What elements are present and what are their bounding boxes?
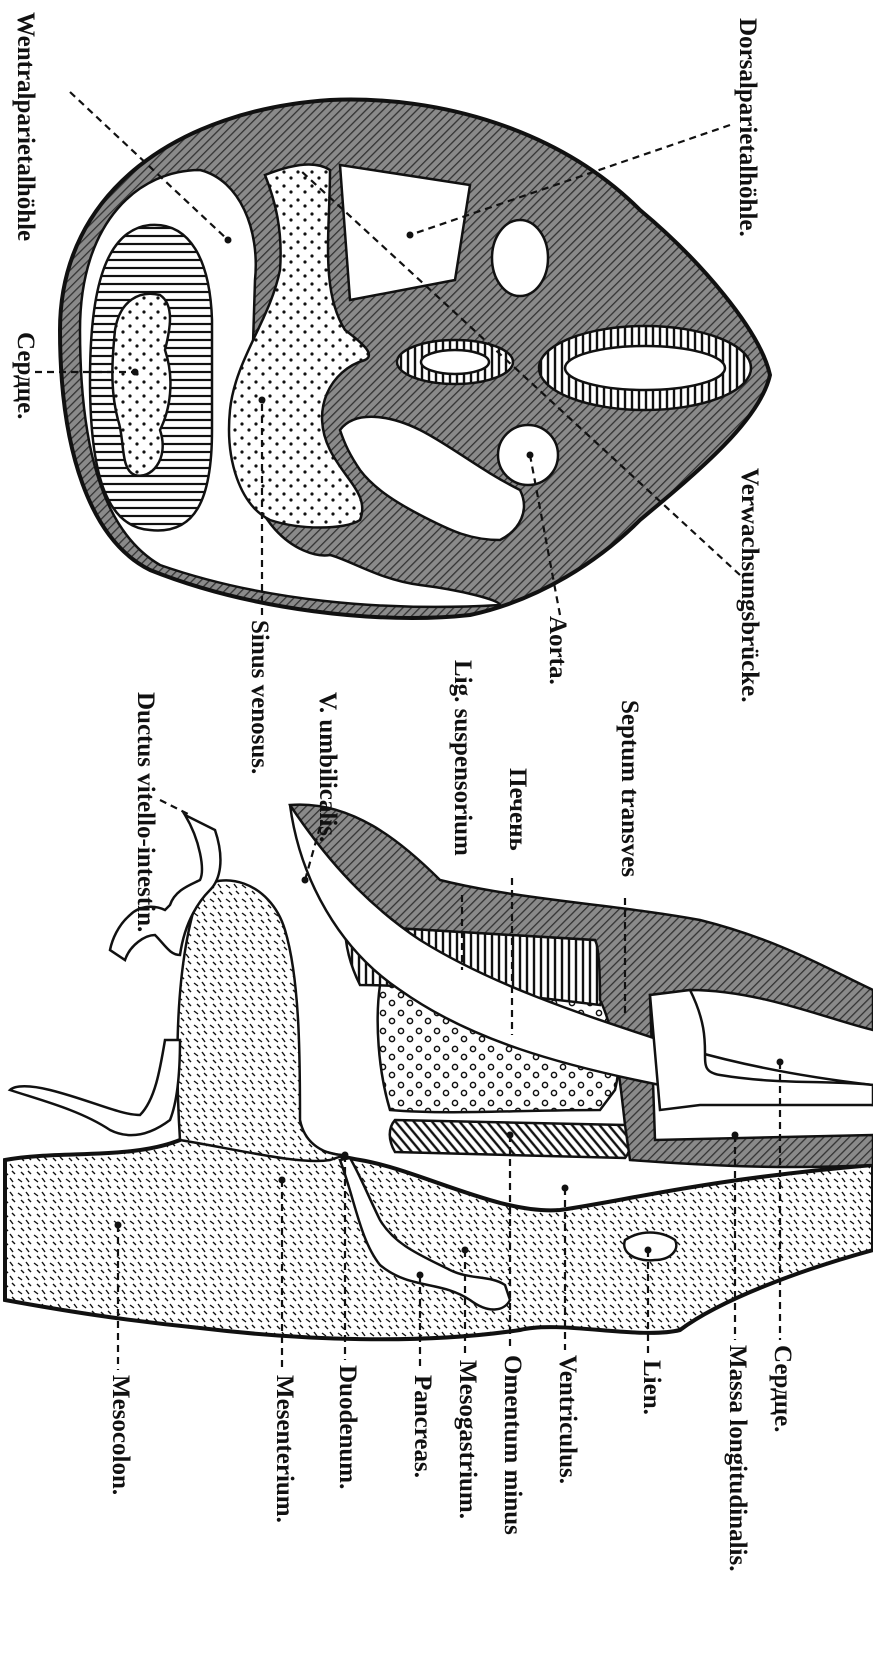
- small-oval-cavity: [492, 220, 548, 296]
- leader-dot-mesogastrium: [462, 1247, 469, 1254]
- label-septum-transversum: Septum transves: [616, 700, 643, 877]
- label-massa-longitudinalis: Massa longitudinalis.: [724, 1345, 751, 1571]
- label-verwachsungsbrucke: Verwachsungsbrücke.: [736, 468, 763, 703]
- label-ductus-vitello: Ductus vitello-intestin.: [132, 692, 159, 932]
- leader-dot-mesenterium: [279, 1177, 286, 1184]
- label-duodenum: Duodenum.: [334, 1365, 361, 1489]
- label-mesenterium: Mesenterium.: [271, 1375, 298, 1523]
- leader-dot-sinus: [259, 397, 266, 404]
- left-vessel-lumen: [421, 350, 489, 374]
- label-omentum-minus: Omentum minus: [499, 1355, 526, 1535]
- label-sinus-venosus: Sinus venosus.: [246, 620, 273, 774]
- leader-dot-wentral: [225, 237, 232, 244]
- label-lien: Lien.: [638, 1360, 665, 1415]
- leader-dot-ventriculus: [562, 1185, 569, 1192]
- label-v-umbilicalis: V. umbilicalis.: [314, 692, 341, 842]
- leader-dot-dorsal: [407, 232, 414, 239]
- label-ventriculus: Ventriculus.: [554, 1355, 581, 1484]
- leader-dot-massa: [732, 1132, 739, 1139]
- label-dorsalparietalhohle: Dorsalparietalhöhle.: [734, 18, 761, 237]
- label-wentralparietalhohle: Wentralparietalhöhle: [12, 12, 39, 241]
- leader-dot-aorta: [527, 452, 534, 459]
- label-mesocolon: Mesocolon.: [107, 1375, 134, 1495]
- leader-dot-omentum: [507, 1132, 514, 1139]
- mesenterium-lobe: [177, 880, 345, 1161]
- label-pancreas: Pancreas.: [409, 1375, 436, 1478]
- leader-dot-v-umbilicalis: [302, 877, 309, 884]
- leader-dot-duodenum: [342, 1152, 349, 1159]
- leader-dot-mesocolon: [115, 1222, 122, 1229]
- label-serdce-upper: Сердце.: [12, 332, 39, 419]
- lien-organ: [624, 1233, 676, 1261]
- leader-dot-lien: [645, 1247, 652, 1254]
- lower-sagittal-section: Septum transves Печень Lig. suspensorium…: [5, 660, 873, 1571]
- colon-lumen: [10, 1040, 180, 1135]
- label-lig-suspensorium: Lig. suspensorium: [449, 660, 476, 856]
- dorsal-parietal-cavity: [340, 165, 470, 300]
- right-vessel-lumen: [565, 346, 725, 390]
- leader-dot-pancreas: [417, 1272, 424, 1279]
- label-pechen: Печень: [504, 768, 531, 851]
- label-serdce-lower: Сердце.: [769, 1345, 796, 1432]
- leader-ductus: [160, 800, 190, 815]
- leader-dot-serdce-lower: [777, 1059, 784, 1066]
- upper-cross-section: Wentralparietalhöhle Сердце. Dorsalparie…: [12, 12, 770, 774]
- leader-dot-serdce-upper: [132, 369, 139, 376]
- label-mesogastrium: Mesogastrium.: [454, 1360, 481, 1519]
- label-aorta: Aorta.: [544, 616, 571, 685]
